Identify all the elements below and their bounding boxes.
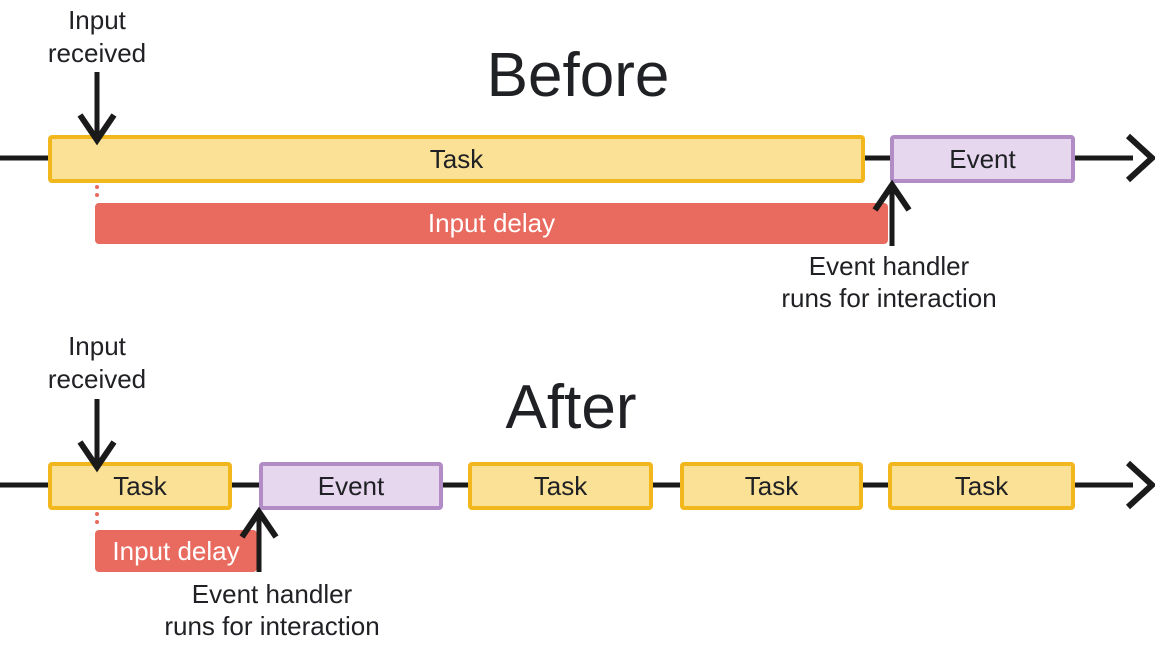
- after-task-box-3: Task: [680, 462, 863, 510]
- before-input-received-label: Input received: [17, 4, 177, 70]
- before-task-bar: Task: [48, 135, 865, 183]
- label-line: received: [47, 364, 147, 394]
- event-box-label: Event: [317, 470, 385, 501]
- task-box-label: Task: [533, 470, 588, 501]
- task-box-label: Task: [113, 470, 167, 501]
- after-task-box-4: Task: [888, 462, 1075, 510]
- after-section-title: After: [505, 373, 637, 442]
- after-input-received-label: Input received: [17, 330, 177, 396]
- after-task-box-1: Task: [48, 462, 232, 510]
- input-delay-label: Input delay: [112, 535, 240, 566]
- after-timeline-arrowhead-icon: [1125, 460, 1155, 510]
- label-line: Input: [68, 331, 126, 361]
- event-box-label: Event: [949, 143, 1016, 174]
- before-input-delay-bar: Input delay: [95, 203, 888, 244]
- after-event-handler-label: Event handler runs for interaction: [112, 578, 432, 642]
- before-section-title: Before: [486, 41, 670, 110]
- after-task-box-2: Task: [468, 462, 653, 510]
- task-box-label: Task: [744, 470, 799, 501]
- label-line: Event handler: [808, 251, 970, 281]
- task-box-label: Task: [954, 470, 1009, 501]
- label-line: Event handler: [191, 579, 353, 609]
- label-line: received: [47, 38, 147, 68]
- task-bar-label: Task: [429, 143, 484, 174]
- label-line: runs for interaction: [164, 611, 380, 641]
- label-line: Input: [68, 5, 126, 35]
- label-line: runs for interaction: [781, 283, 997, 313]
- before-timeline-arrowhead-icon: [1125, 133, 1155, 183]
- before-event-handler-label: Event handler runs for interaction: [729, 250, 1049, 314]
- before-event-box: Event: [890, 135, 1075, 183]
- after-event-box: Event: [259, 462, 443, 510]
- after-input-delay-bar: Input delay: [95, 530, 257, 572]
- input-delay-label: Input delay: [427, 208, 556, 238]
